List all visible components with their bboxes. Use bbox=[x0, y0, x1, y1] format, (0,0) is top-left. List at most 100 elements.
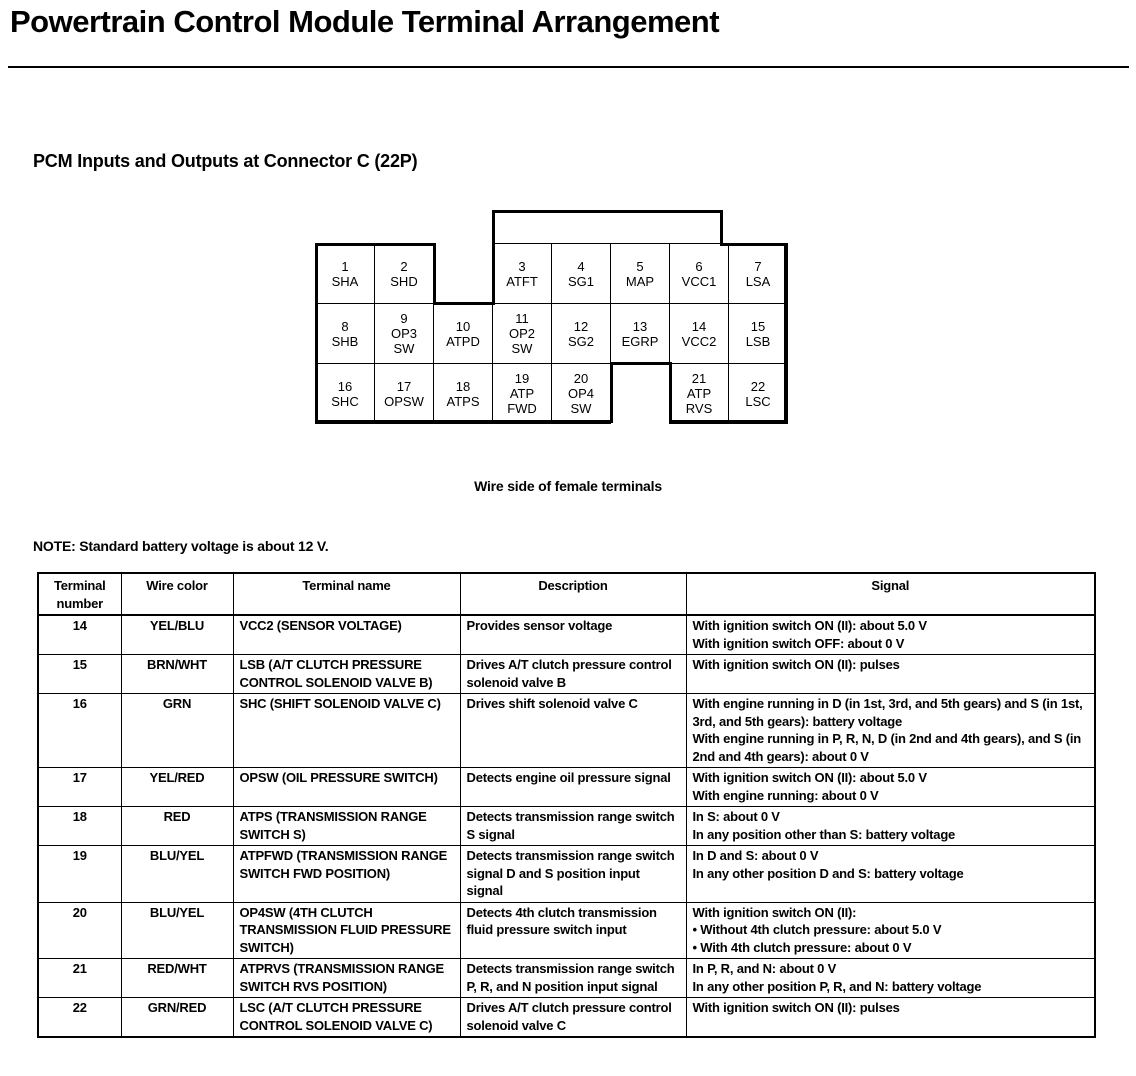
connector-outline-segment bbox=[315, 420, 613, 423]
table-row: 20 BLU/YEL OP4SW (4TH CLUTCH TRANSMISSIO… bbox=[37, 901, 1096, 959]
terminal-number: 11 bbox=[515, 311, 529, 326]
connector-outline-segment bbox=[610, 363, 613, 423]
column-header-wire-color: Wire color bbox=[120, 572, 234, 616]
terminal-label: SW bbox=[393, 341, 415, 356]
connector-outline-segment bbox=[492, 210, 723, 213]
signal-cell: With ignition switch ON (II): about 5.0 … bbox=[685, 767, 1096, 807]
terminal-name-cell: VCC2 (SENSOR VOLTAGE) bbox=[232, 614, 461, 655]
terminal-name-cell: OPSW (OIL PRESSURE SWITCH) bbox=[232, 767, 461, 807]
terminal-number: 14 bbox=[691, 318, 707, 334]
terminal-label: ATPD bbox=[446, 333, 480, 349]
terminal-number-cell: 19 bbox=[37, 845, 122, 903]
terminal-number: 15 bbox=[750, 318, 766, 334]
terminal-number: 13 bbox=[632, 318, 648, 334]
wire-color-cell: BLU/YEL bbox=[120, 845, 234, 903]
wire-color-cell: RED bbox=[120, 806, 234, 846]
table-row: 14 YEL/BLU VCC2 (SENSOR VOLTAGE) Provide… bbox=[37, 614, 1096, 655]
table-row: 18 RED ATPS (TRANSMISSION RANGE SWITCH S… bbox=[37, 806, 1096, 846]
terminal-number: 22 bbox=[750, 378, 766, 394]
terminal-number: 16 bbox=[337, 378, 353, 394]
terminal-number: 7 bbox=[754, 258, 762, 274]
terminal-label: SG2 bbox=[567, 333, 594, 349]
terminal-label: SHB bbox=[331, 333, 359, 349]
signal-cell: With ignition switch ON (II): pulses bbox=[685, 654, 1096, 694]
signal-cell: With ignition switch ON (II): about 5.0 … bbox=[685, 614, 1096, 655]
wire-color-cell: YEL/BLU bbox=[120, 614, 234, 655]
terminal-label: LSA bbox=[745, 273, 771, 289]
terminal-number: 20 bbox=[573, 371, 589, 386]
column-header-terminal-name: Terminal name bbox=[232, 572, 461, 616]
terminal-label: ATPS bbox=[446, 393, 480, 409]
terminal-label: LSC bbox=[745, 393, 771, 409]
terminal-table: Terminal number Wire color Terminal name… bbox=[37, 572, 1096, 1038]
terminal-number-cell: 22 bbox=[37, 997, 122, 1038]
terminal-number: 12 bbox=[573, 318, 589, 334]
connector-outline-segment bbox=[492, 210, 495, 305]
column-header-description: Description bbox=[459, 572, 687, 616]
signal-cell: With ignition switch ON (II): • Without … bbox=[685, 901, 1096, 959]
terminal-number-cell: 15 bbox=[37, 654, 122, 694]
description-cell: Detects transmission range switch P, R, … bbox=[459, 958, 687, 998]
terminal-name-cell: SHC (SHIFT SOLENOID VALVE C) bbox=[232, 693, 461, 768]
terminal-label: ATFT bbox=[506, 273, 538, 289]
table-row: 19 BLU/YEL ATPFWD (TRANSMISSION RANGE SW… bbox=[37, 845, 1096, 903]
terminal-label: EGRP bbox=[621, 333, 659, 349]
terminal-label: ATP bbox=[686, 386, 712, 401]
terminal-number: 9 bbox=[400, 311, 408, 326]
column-header-signal: Signal bbox=[685, 572, 1096, 616]
description-cell: Detects engine oil pressure signal bbox=[459, 767, 687, 807]
signal-cell: In P, R, and N: about 0 V In any other p… bbox=[685, 958, 1096, 998]
terminal-label: OPSW bbox=[384, 393, 424, 409]
battery-voltage-note: NOTE: Standard battery voltage is about … bbox=[33, 538, 329, 554]
terminal-number-cell: 21 bbox=[37, 958, 122, 998]
terminal-label: SHA bbox=[331, 273, 359, 289]
terminal-number: 8 bbox=[341, 318, 349, 334]
title-rule bbox=[8, 66, 1129, 68]
connector-outline-segment bbox=[433, 243, 436, 305]
table-row: 15 BRN/WHT LSB (A/T CLUTCH PRESSURE CONT… bbox=[37, 654, 1096, 694]
terminal-label: SW bbox=[511, 341, 533, 356]
wire-color-cell: BLU/YEL bbox=[120, 901, 234, 959]
column-header-terminal-number: Terminal number bbox=[37, 572, 122, 616]
terminal-label: SHD bbox=[390, 273, 418, 289]
terminal-name-cell: ATPFWD (TRANSMISSION RANGE SWITCH FWD PO… bbox=[232, 845, 461, 903]
connector-outline-segment bbox=[315, 243, 435, 246]
section-heading: PCM Inputs and Outputs at Connector C (2… bbox=[33, 151, 418, 171]
terminal-number: 6 bbox=[695, 258, 703, 274]
connector-outline-segment bbox=[720, 210, 723, 245]
connector-outline-segment bbox=[720, 243, 787, 246]
description-cell: Detects transmission range switch signal… bbox=[459, 845, 687, 903]
terminal-number-cell: 18 bbox=[37, 806, 122, 846]
terminal-label: SHC bbox=[331, 393, 359, 409]
table-row: 16 GRN SHC (SHIFT SOLENOID VALVE C) Driv… bbox=[37, 693, 1096, 768]
table-row: 21 RED/WHT ATPRVS (TRANSMISSION RANGE SW… bbox=[37, 958, 1096, 998]
wire-color-cell: RED/WHT bbox=[120, 958, 234, 998]
terminal-number-cell: 14 bbox=[37, 614, 122, 655]
terminal-name-cell: ATPS (TRANSMISSION RANGE SWITCH S) bbox=[232, 806, 461, 846]
description-cell: Drives A/T clutch pressure control solen… bbox=[459, 997, 687, 1038]
table-header-row: Terminal number Wire color Terminal name… bbox=[37, 572, 1096, 616]
terminal-label: VCC2 bbox=[681, 333, 717, 349]
terminal-label: OP4 bbox=[567, 386, 594, 401]
terminal-label: VCC1 bbox=[681, 273, 717, 289]
description-cell: Drives shift solenoid valve C bbox=[459, 693, 687, 768]
wire-color-cell: GRN bbox=[120, 693, 234, 768]
terminal-name-cell: LSC (A/T CLUTCH PRESSURE CONTROL SOLENOI… bbox=[232, 997, 461, 1038]
wire-color-cell: YEL/RED bbox=[120, 767, 234, 807]
